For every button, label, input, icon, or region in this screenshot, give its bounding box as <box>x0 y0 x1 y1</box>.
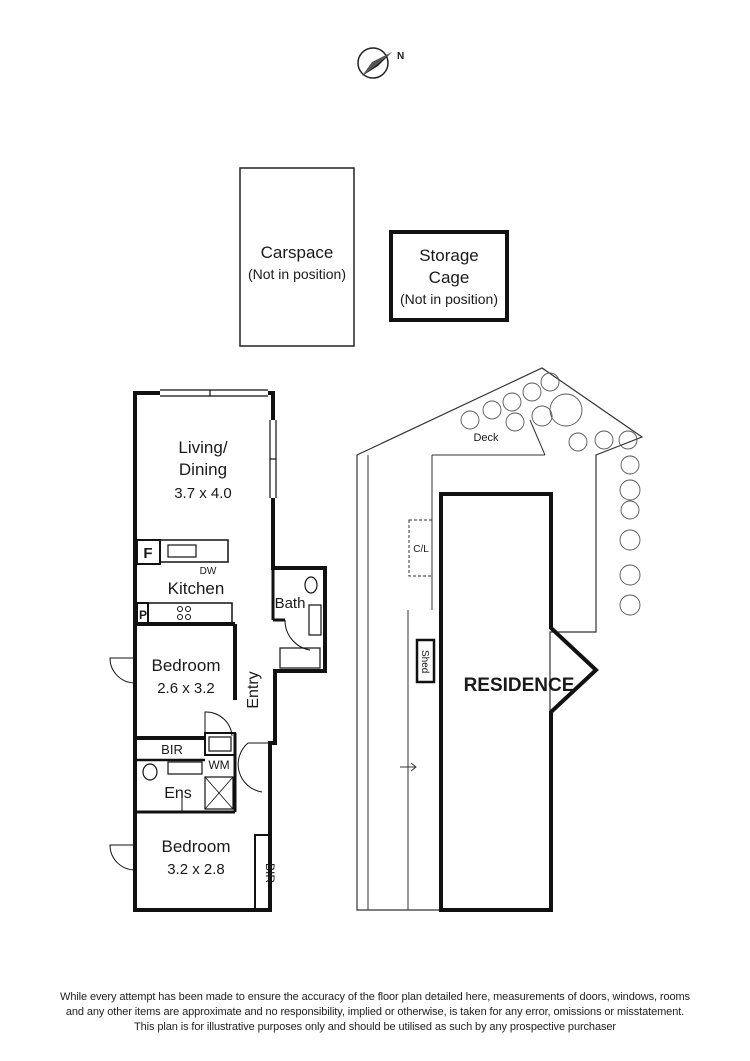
bath-toilet-icon <box>304 576 318 594</box>
living-name-line1: Living/ <box>178 438 227 457</box>
tree-icon <box>618 430 638 450</box>
site-plan <box>356 367 644 912</box>
wm-label: WM <box>208 758 229 772</box>
bir2-cupboard <box>254 834 271 911</box>
tree-icon <box>505 412 525 432</box>
ens-vanity-icon <box>167 761 203 775</box>
compass-ring <box>357 47 389 79</box>
apartment-plan <box>109 389 327 912</box>
kitchen-counter <box>147 602 233 625</box>
pantry-label: P <box>139 608 147 622</box>
wm-box <box>208 736 232 752</box>
carspace-title: Carspace <box>261 243 334 262</box>
tree-icon <box>549 393 583 427</box>
site-boundary <box>356 367 644 911</box>
bedroom2-size: 3.2 x 2.8 <box>167 861 225 878</box>
residence-outline <box>439 492 599 912</box>
room-labels: Living/ Dining 3.7 x 4.0 F DW Kitchen P … <box>139 438 305 883</box>
storage-cage-title-line2: Cage <box>429 268 470 287</box>
bir2-label: BIR <box>263 863 277 883</box>
deck-label: Deck <box>473 432 499 444</box>
bedroom1-size: 2.6 x 3.2 <box>157 680 215 697</box>
fridge-label: F <box>143 545 152 562</box>
deck-edge-right <box>529 419 546 456</box>
shed-label: Shed <box>419 650 430 673</box>
storage-cage-title-line1: Storage <box>419 246 479 265</box>
apartment-outer-wall <box>133 391 327 912</box>
carspace-outline <box>239 167 355 347</box>
tree-icon <box>620 455 640 475</box>
storage-cage-outline <box>389 230 509 322</box>
carspace-note: (Not in position) <box>248 266 346 282</box>
tree-icon <box>460 410 480 430</box>
living-window-side <box>269 420 277 498</box>
bedroom1-door-swing <box>204 711 233 738</box>
tree-icon <box>620 500 640 520</box>
storage-cage-note: (Not in position) <box>400 291 498 307</box>
compass-needle-tail-icon <box>362 52 392 76</box>
fridge-box <box>136 539 161 565</box>
residence-label: RESIDENCE <box>464 675 575 696</box>
tree-icon <box>522 382 542 402</box>
entry-door-swing <box>237 742 270 793</box>
site-labels: Deck C/L Shed RESIDENCE <box>413 432 574 696</box>
storage-cage: Storage Cage (Not in position) <box>389 230 509 322</box>
cooktop-icon <box>177 606 191 620</box>
disclaimer-line3: This plan is for illustrative purposes o… <box>134 1021 616 1033</box>
compass-north-label: N <box>397 51 404 62</box>
kitchen-bench <box>159 539 229 563</box>
tree-icon <box>619 529 641 551</box>
disclaimer-line2: and any other items are approximate and … <box>65 1006 685 1018</box>
shed-outline <box>415 638 436 684</box>
bedroom1-name: Bedroom <box>152 656 221 675</box>
cl-area <box>408 519 433 577</box>
disclaimer: While every attempt has been made to ens… <box>20 990 730 1035</box>
bedroom2-exterior-door <box>109 844 136 871</box>
bath-vanity-icon <box>308 604 322 636</box>
tree-icon <box>619 479 641 501</box>
garden-trees <box>460 372 641 616</box>
tree-icon <box>619 594 641 616</box>
tree-icon <box>568 432 588 452</box>
bedroom2-name: Bedroom <box>162 837 231 856</box>
tree-icon <box>619 564 641 586</box>
carspace: Carspace (Not in position) <box>239 167 355 347</box>
dishwasher-label: DW <box>200 566 217 577</box>
bath-door-swing <box>284 619 311 651</box>
ensuite-label: Ens <box>164 785 192 802</box>
bir1-label: BIR <box>161 742 183 757</box>
disclaimer-line1: While every attempt has been made to ens… <box>60 991 690 1003</box>
tree-icon <box>502 392 522 412</box>
bedroom1-exterior-door <box>109 657 136 684</box>
living-window-top <box>160 389 268 397</box>
entry-arrow-icon <box>400 762 417 772</box>
ens-toilet-icon <box>142 763 158 781</box>
ens-shower-icon <box>204 776 234 810</box>
living-name-line2: Dining <box>179 460 227 479</box>
bathtub-icon <box>279 647 321 669</box>
compass: N <box>357 47 404 79</box>
bath-label: Bath <box>275 595 306 612</box>
living-size: 3.7 x 4.0 <box>174 485 232 502</box>
entry-label: Entry <box>245 671 262 708</box>
pantry-box <box>136 602 149 625</box>
kitchen-label: Kitchen <box>168 579 225 598</box>
tree-icon <box>594 430 614 450</box>
sink-icon <box>167 544 197 558</box>
tree-icon <box>531 405 553 427</box>
tree-icon <box>482 400 502 420</box>
tree-icon <box>540 372 560 392</box>
cl-label: C/L <box>413 544 429 555</box>
